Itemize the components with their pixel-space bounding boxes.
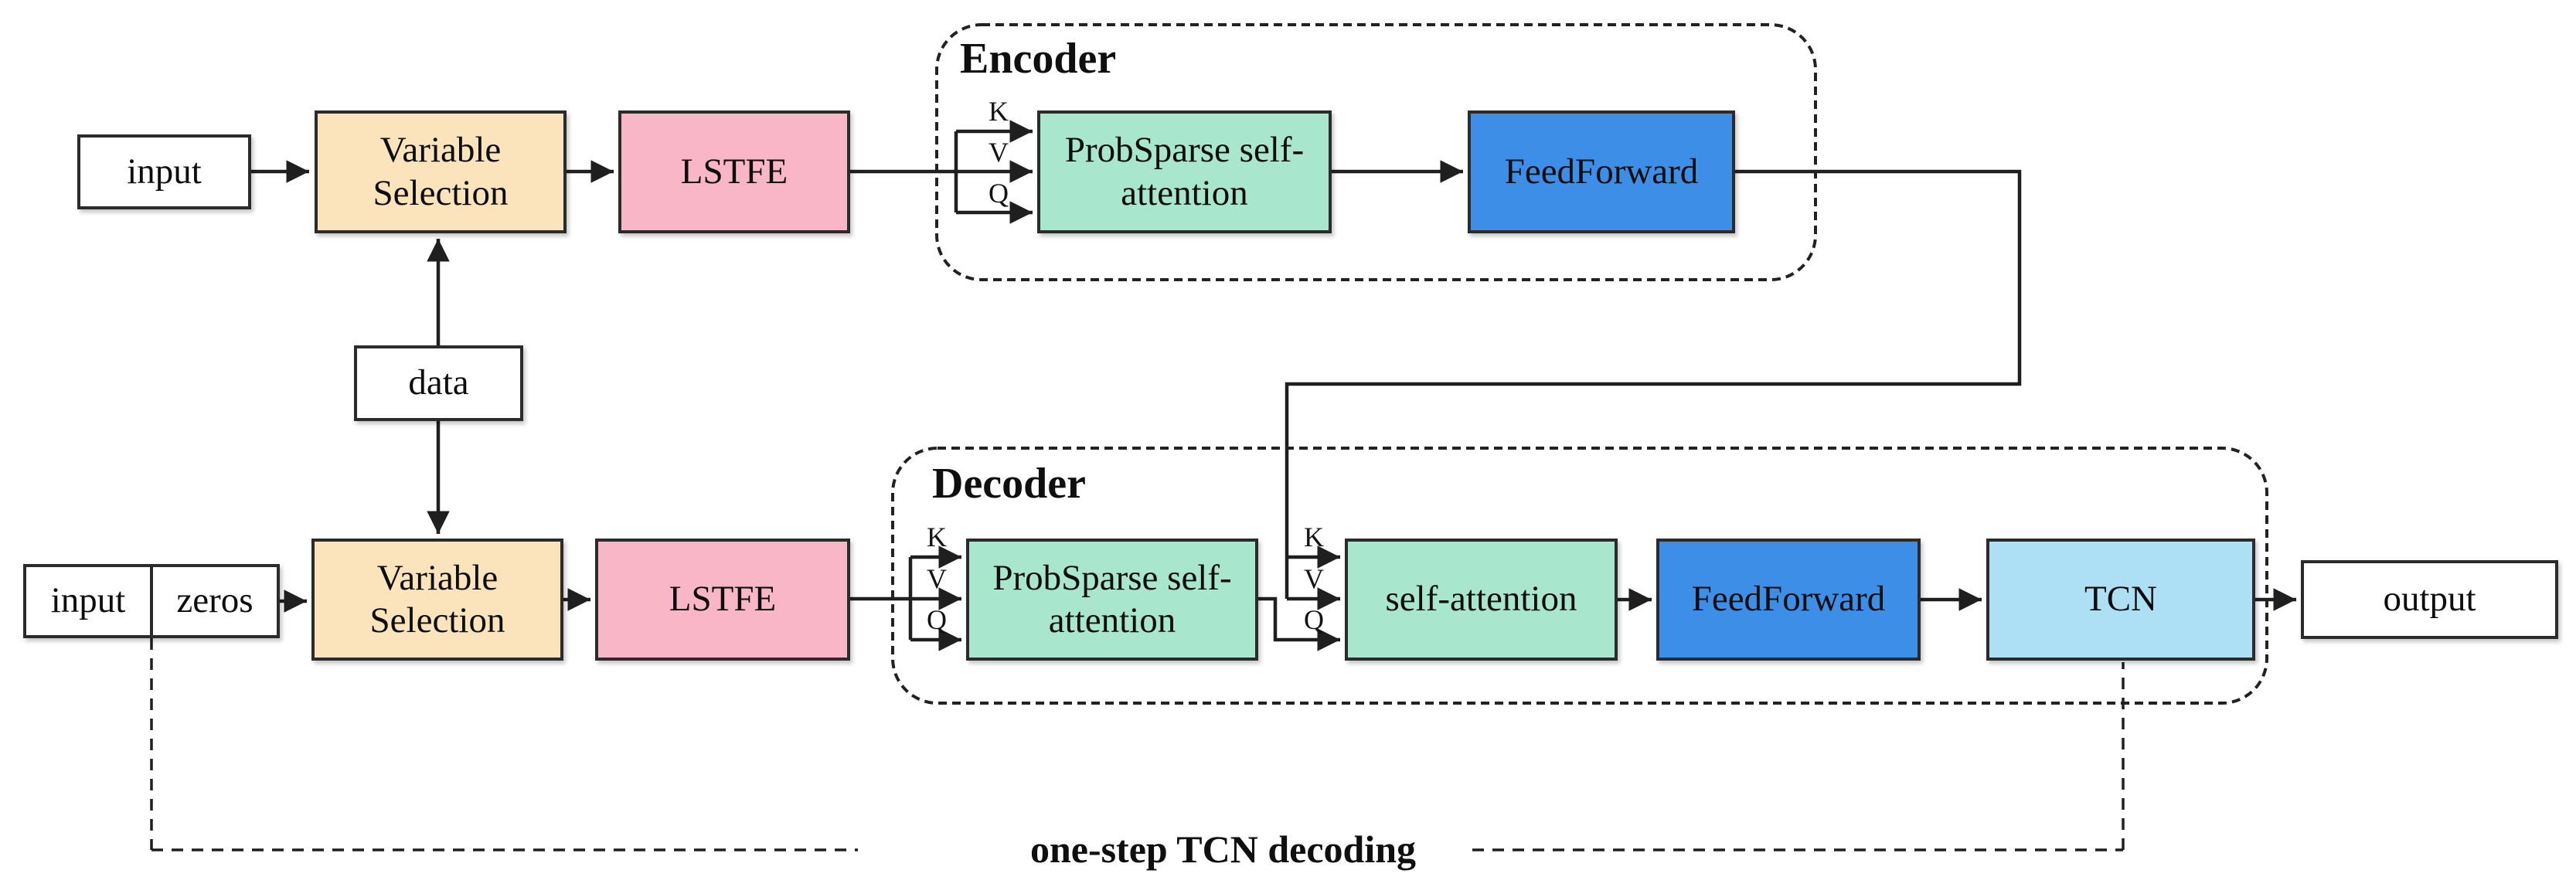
decoder-input-cell: input <box>26 567 153 635</box>
decoder-cross-v-label: V <box>1304 563 1324 594</box>
encoder-group-title: Encoder <box>960 35 1117 83</box>
encoder-lstfe-box: LSTFE <box>618 110 850 233</box>
decoder-tcn-box: TCN <box>1986 539 2255 661</box>
decoder-lstfe-box: LSTFE <box>595 539 850 661</box>
decoder-group-title: Decoder <box>932 460 1087 508</box>
decoder-self-attention-box: self-attention <box>1345 539 1618 661</box>
decoder-probsparse-attention-box: ProbSparse self-attention <box>966 539 1258 661</box>
encoder-k-label: K <box>989 96 1009 127</box>
arrow-probsparse-to-selfattn-q <box>1258 596 1340 651</box>
encoder-v-label: V <box>989 137 1009 168</box>
one-step-tcn-decoding-caption: one-step TCN decoding <box>1029 828 1417 871</box>
encoder-group-border <box>935 23 1817 281</box>
encoder-q-label: Q <box>989 178 1009 209</box>
decoder-cross-q-label: Q <box>1304 604 1324 635</box>
line-encoder-output-routing <box>1285 169 2022 599</box>
decoder-output-box: output <box>2301 560 2558 639</box>
decoder-feedforward-box: FeedForward <box>1656 539 1921 661</box>
encoder-probsparse-attention-box: ProbSparse self-attention <box>1037 110 1332 233</box>
encoder-input-box: input <box>77 134 251 209</box>
decoder-self-v-label: V <box>927 563 947 594</box>
encoder-variable-selection-box: Variable Selection <box>315 110 567 233</box>
decoder-zeros-cell: zeros <box>176 580 254 621</box>
decoder-self-k-label: K <box>927 522 947 552</box>
decoder-input-zeros-box: input zeros <box>23 564 280 638</box>
decoder-variable-selection-box: Variable Selection <box>311 539 563 661</box>
decoder-self-q-label: Q <box>927 604 947 635</box>
data-box: data <box>354 345 523 421</box>
decoder-cross-k-label: K <box>1304 522 1324 552</box>
decoder-group-border <box>891 447 2268 705</box>
encoder-feedforward-box: FeedForward <box>1468 110 1735 233</box>
